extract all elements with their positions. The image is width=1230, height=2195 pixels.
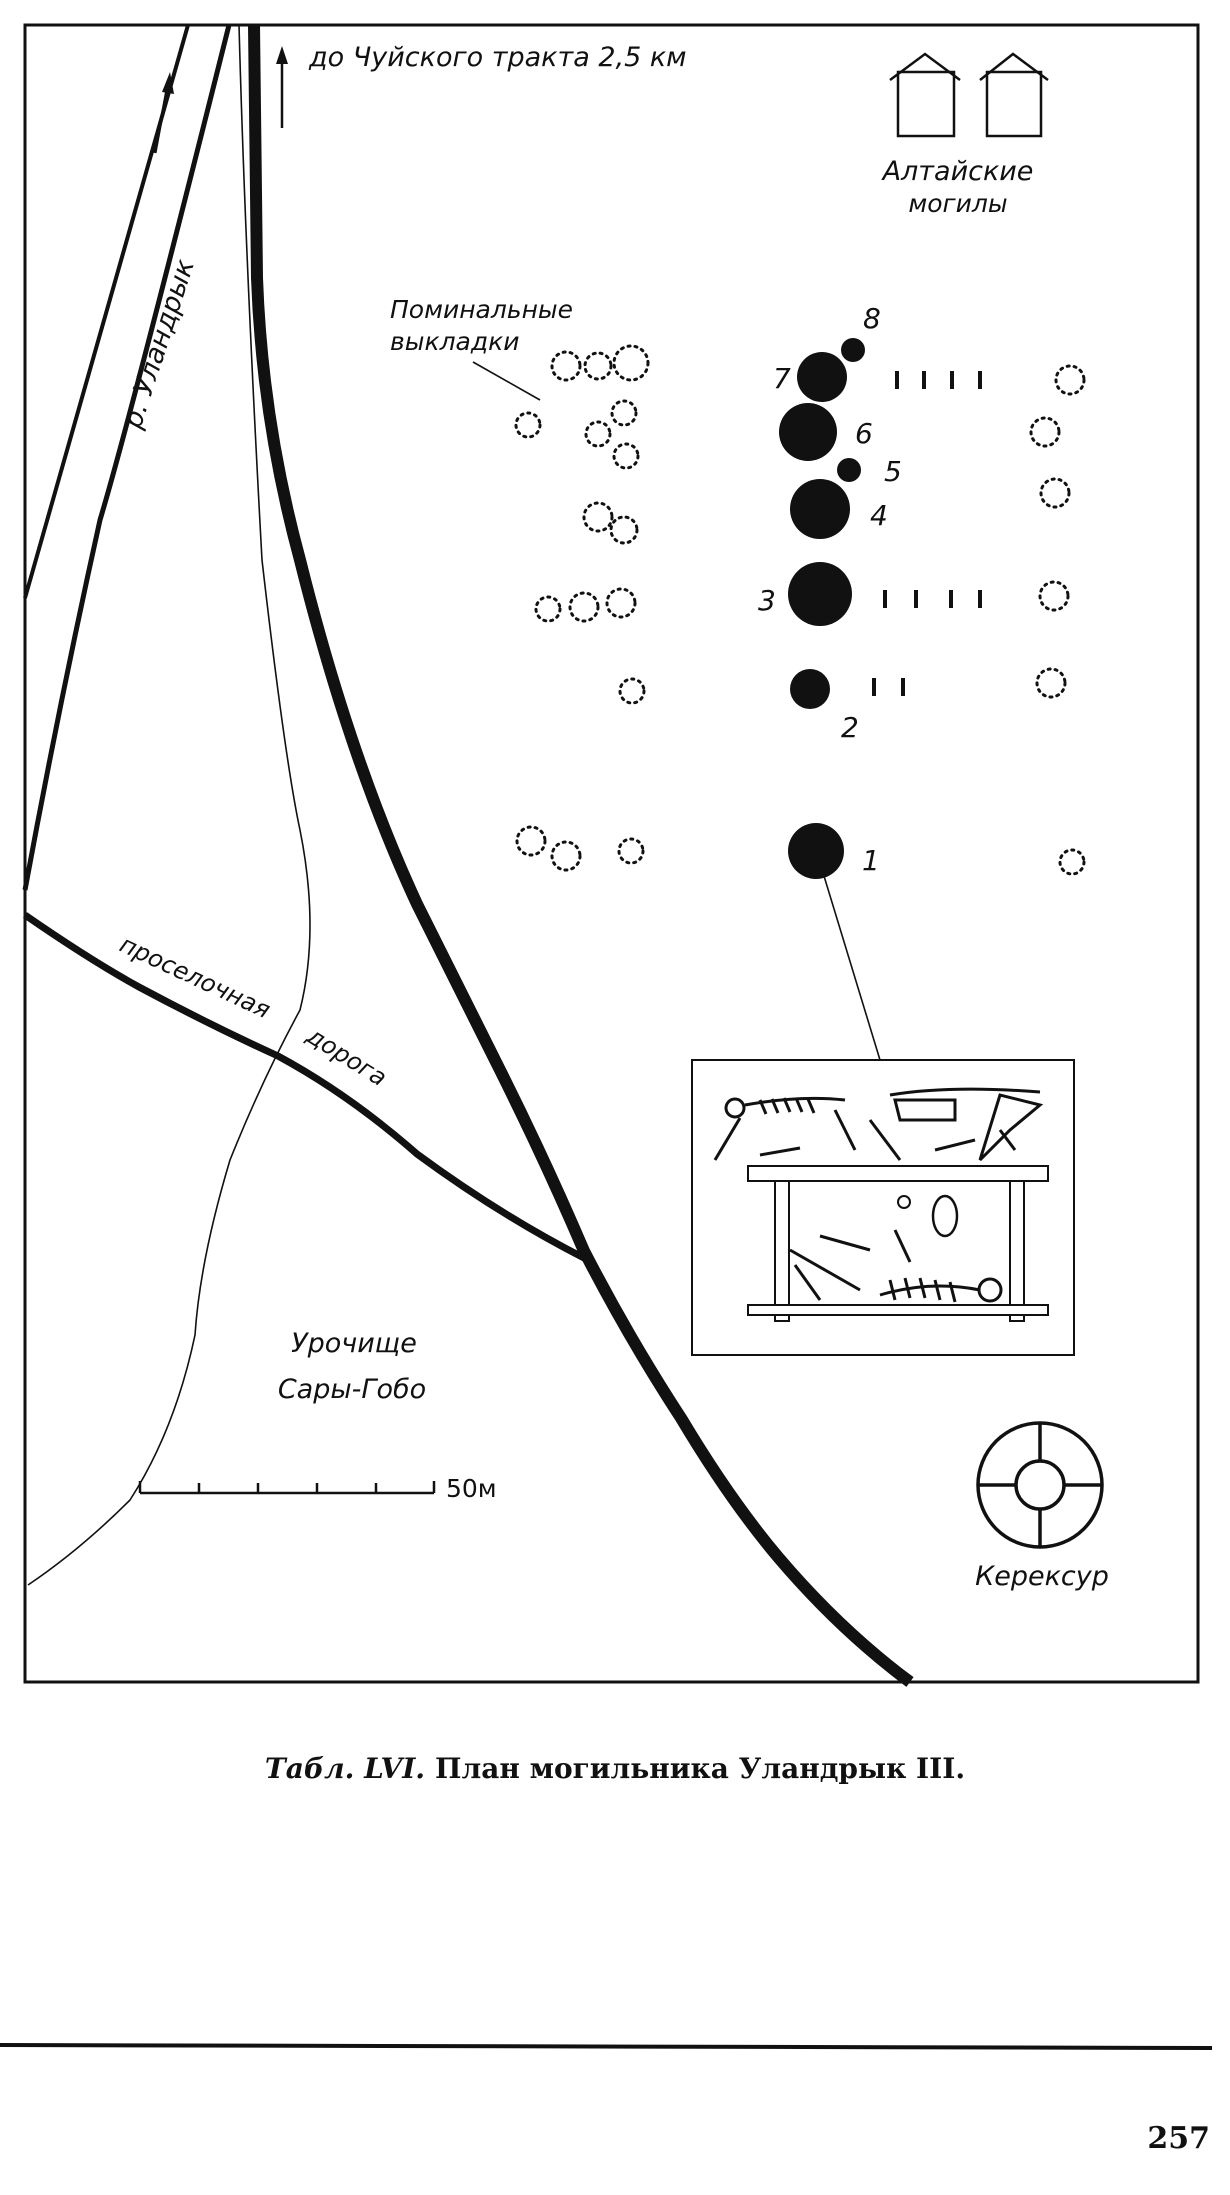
memorial-stone-icon xyxy=(583,351,613,381)
memorial-stone-icon xyxy=(568,591,600,623)
altai-graves-label-1: Алтайские xyxy=(881,156,1034,187)
kurgan-number: 3 xyxy=(758,584,776,617)
locality-label-2: Сары-Гобо xyxy=(278,1374,426,1405)
locality-label-1: Урочище xyxy=(291,1328,417,1359)
direction-note: до Чуйского тракта 2,5 км xyxy=(308,42,687,73)
memorial-stone-icon xyxy=(534,595,562,623)
kurgan-6 xyxy=(779,403,837,461)
kurgan-7 xyxy=(797,352,847,402)
road-label-1: проселочная xyxy=(115,930,274,1024)
river-label: р. Уландрык xyxy=(117,255,201,433)
horse-skeleton-icon xyxy=(713,1087,1044,1162)
memorial-leader-line xyxy=(472,361,541,401)
memorial-stone-icon xyxy=(514,411,542,439)
memorial-stone-icon xyxy=(550,350,582,382)
memorial-stone-icon xyxy=(584,420,612,448)
memorial-stone-icon xyxy=(515,825,547,857)
scale-label: 50м xyxy=(446,1474,497,1503)
river-bank-right xyxy=(22,24,232,891)
footer-rule xyxy=(0,2043,1213,2050)
river-flow-arrow-icon xyxy=(153,72,174,154)
memorial-stone-icon xyxy=(618,677,646,705)
kurgan-number: 7 xyxy=(773,362,791,395)
memorial-stone-icon xyxy=(1035,667,1067,699)
kurgan-8 xyxy=(841,338,865,362)
main-road xyxy=(248,24,914,1687)
memorial-stone-icon xyxy=(610,399,638,427)
stream-line xyxy=(27,24,311,1586)
burial-inset xyxy=(691,1059,1075,1356)
altai-graves-label-2: могилы xyxy=(908,189,1007,218)
kurgan-number: 8 xyxy=(863,302,881,335)
house-icon xyxy=(979,52,1049,138)
kurgan-2 xyxy=(790,669,830,709)
house-icon xyxy=(889,52,961,138)
scale-bar xyxy=(138,1481,436,1495)
kurgan-3 xyxy=(788,562,852,626)
memorial-stones xyxy=(514,344,1086,876)
figure-caption: Табл. LVI. План могильника Уландрык III. xyxy=(265,1752,965,1785)
memorial-label-1: Поминальные xyxy=(390,295,573,324)
page-number: 257 xyxy=(1147,2121,1210,2156)
direction-arrow-icon xyxy=(276,46,288,128)
memorial-stone-icon xyxy=(1029,416,1061,448)
memorial-stone-icon xyxy=(550,840,582,872)
memorial-label-2: выкладки xyxy=(390,327,520,356)
memorial-stone-icon xyxy=(609,515,639,545)
kereksur-label: Керексур xyxy=(975,1561,1109,1592)
kurgan-5 xyxy=(837,458,861,482)
memorial-stone-icon xyxy=(612,442,640,470)
memorial-stone-icon xyxy=(1038,580,1070,612)
kurgan-number: 2 xyxy=(841,711,859,744)
kurgan-number: 1 xyxy=(862,844,880,877)
caption-prefix: Табл. LVI. xyxy=(265,1752,425,1785)
human-skeleton-icon xyxy=(789,1229,1003,1303)
memorial-stone-icon xyxy=(1054,364,1086,396)
memorial-stone-icon xyxy=(582,501,614,533)
memorial-stone-icon xyxy=(605,587,637,619)
memorial-stone-icon xyxy=(1058,848,1086,876)
kereksur-icon xyxy=(976,1421,1104,1549)
memorial-stone-icon xyxy=(1039,477,1071,509)
kurgan-4 xyxy=(790,479,850,539)
map-frame xyxy=(23,23,1200,1684)
caption-text: План могильника Уландрык III. xyxy=(435,1752,965,1785)
country-road xyxy=(23,912,586,1262)
kurgan-1 xyxy=(788,823,844,879)
memorial-stone-icon xyxy=(612,344,650,382)
inset-leader-line xyxy=(823,875,881,1061)
kurgan-number: 5 xyxy=(884,455,902,488)
kurgans: 1 2 3 4 56 7 8 xyxy=(758,302,902,879)
kurgan-number: 4 xyxy=(870,499,888,532)
memorial-stone-icon xyxy=(617,837,645,865)
stone-rows xyxy=(872,371,982,696)
kurgan-number: 6 xyxy=(855,417,873,450)
